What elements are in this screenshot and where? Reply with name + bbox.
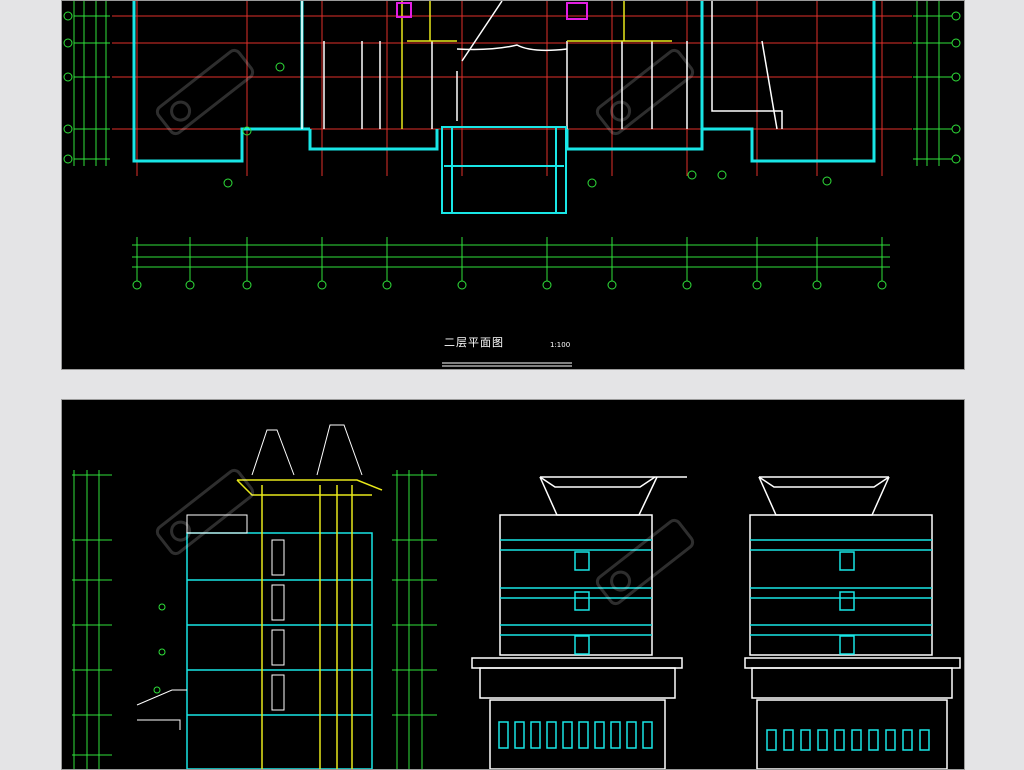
bottom-dimension-lines [132,237,890,290]
title-underline [442,362,572,367]
drawing-scale: 1:100 [550,341,571,349]
side-elevation-windows [766,729,930,751]
section-elevation-canvas [72,424,961,769]
yellow-partitions [401,1,672,129]
right-dimension-chain [913,1,961,166]
left-dimension-chain [63,1,110,166]
front-elevation-bands [500,539,652,655]
section-right-dimensions [153,470,437,769]
section-elevation-drawing [61,399,965,770]
section-view [186,532,373,769]
interior-walls [301,1,783,130]
detail-markers [223,62,832,188]
front-elevation-windows [498,721,653,749]
drawing-title: 二层平面图 [444,336,504,349]
front-elevation-roof [471,476,687,769]
axis-lines [112,1,912,176]
floor-plan-canvas [63,1,961,367]
section-details [136,424,363,730]
section-structure [236,479,383,769]
exterior-walls [132,1,876,163]
side-elevation-roof [744,476,961,769]
floor-plan-drawing: 二层平面图 1:100 [61,0,965,370]
entry-block [441,126,567,214]
side-elevation-bands [750,539,932,655]
stair-elements [396,2,588,20]
section-left-dimensions [72,470,112,769]
